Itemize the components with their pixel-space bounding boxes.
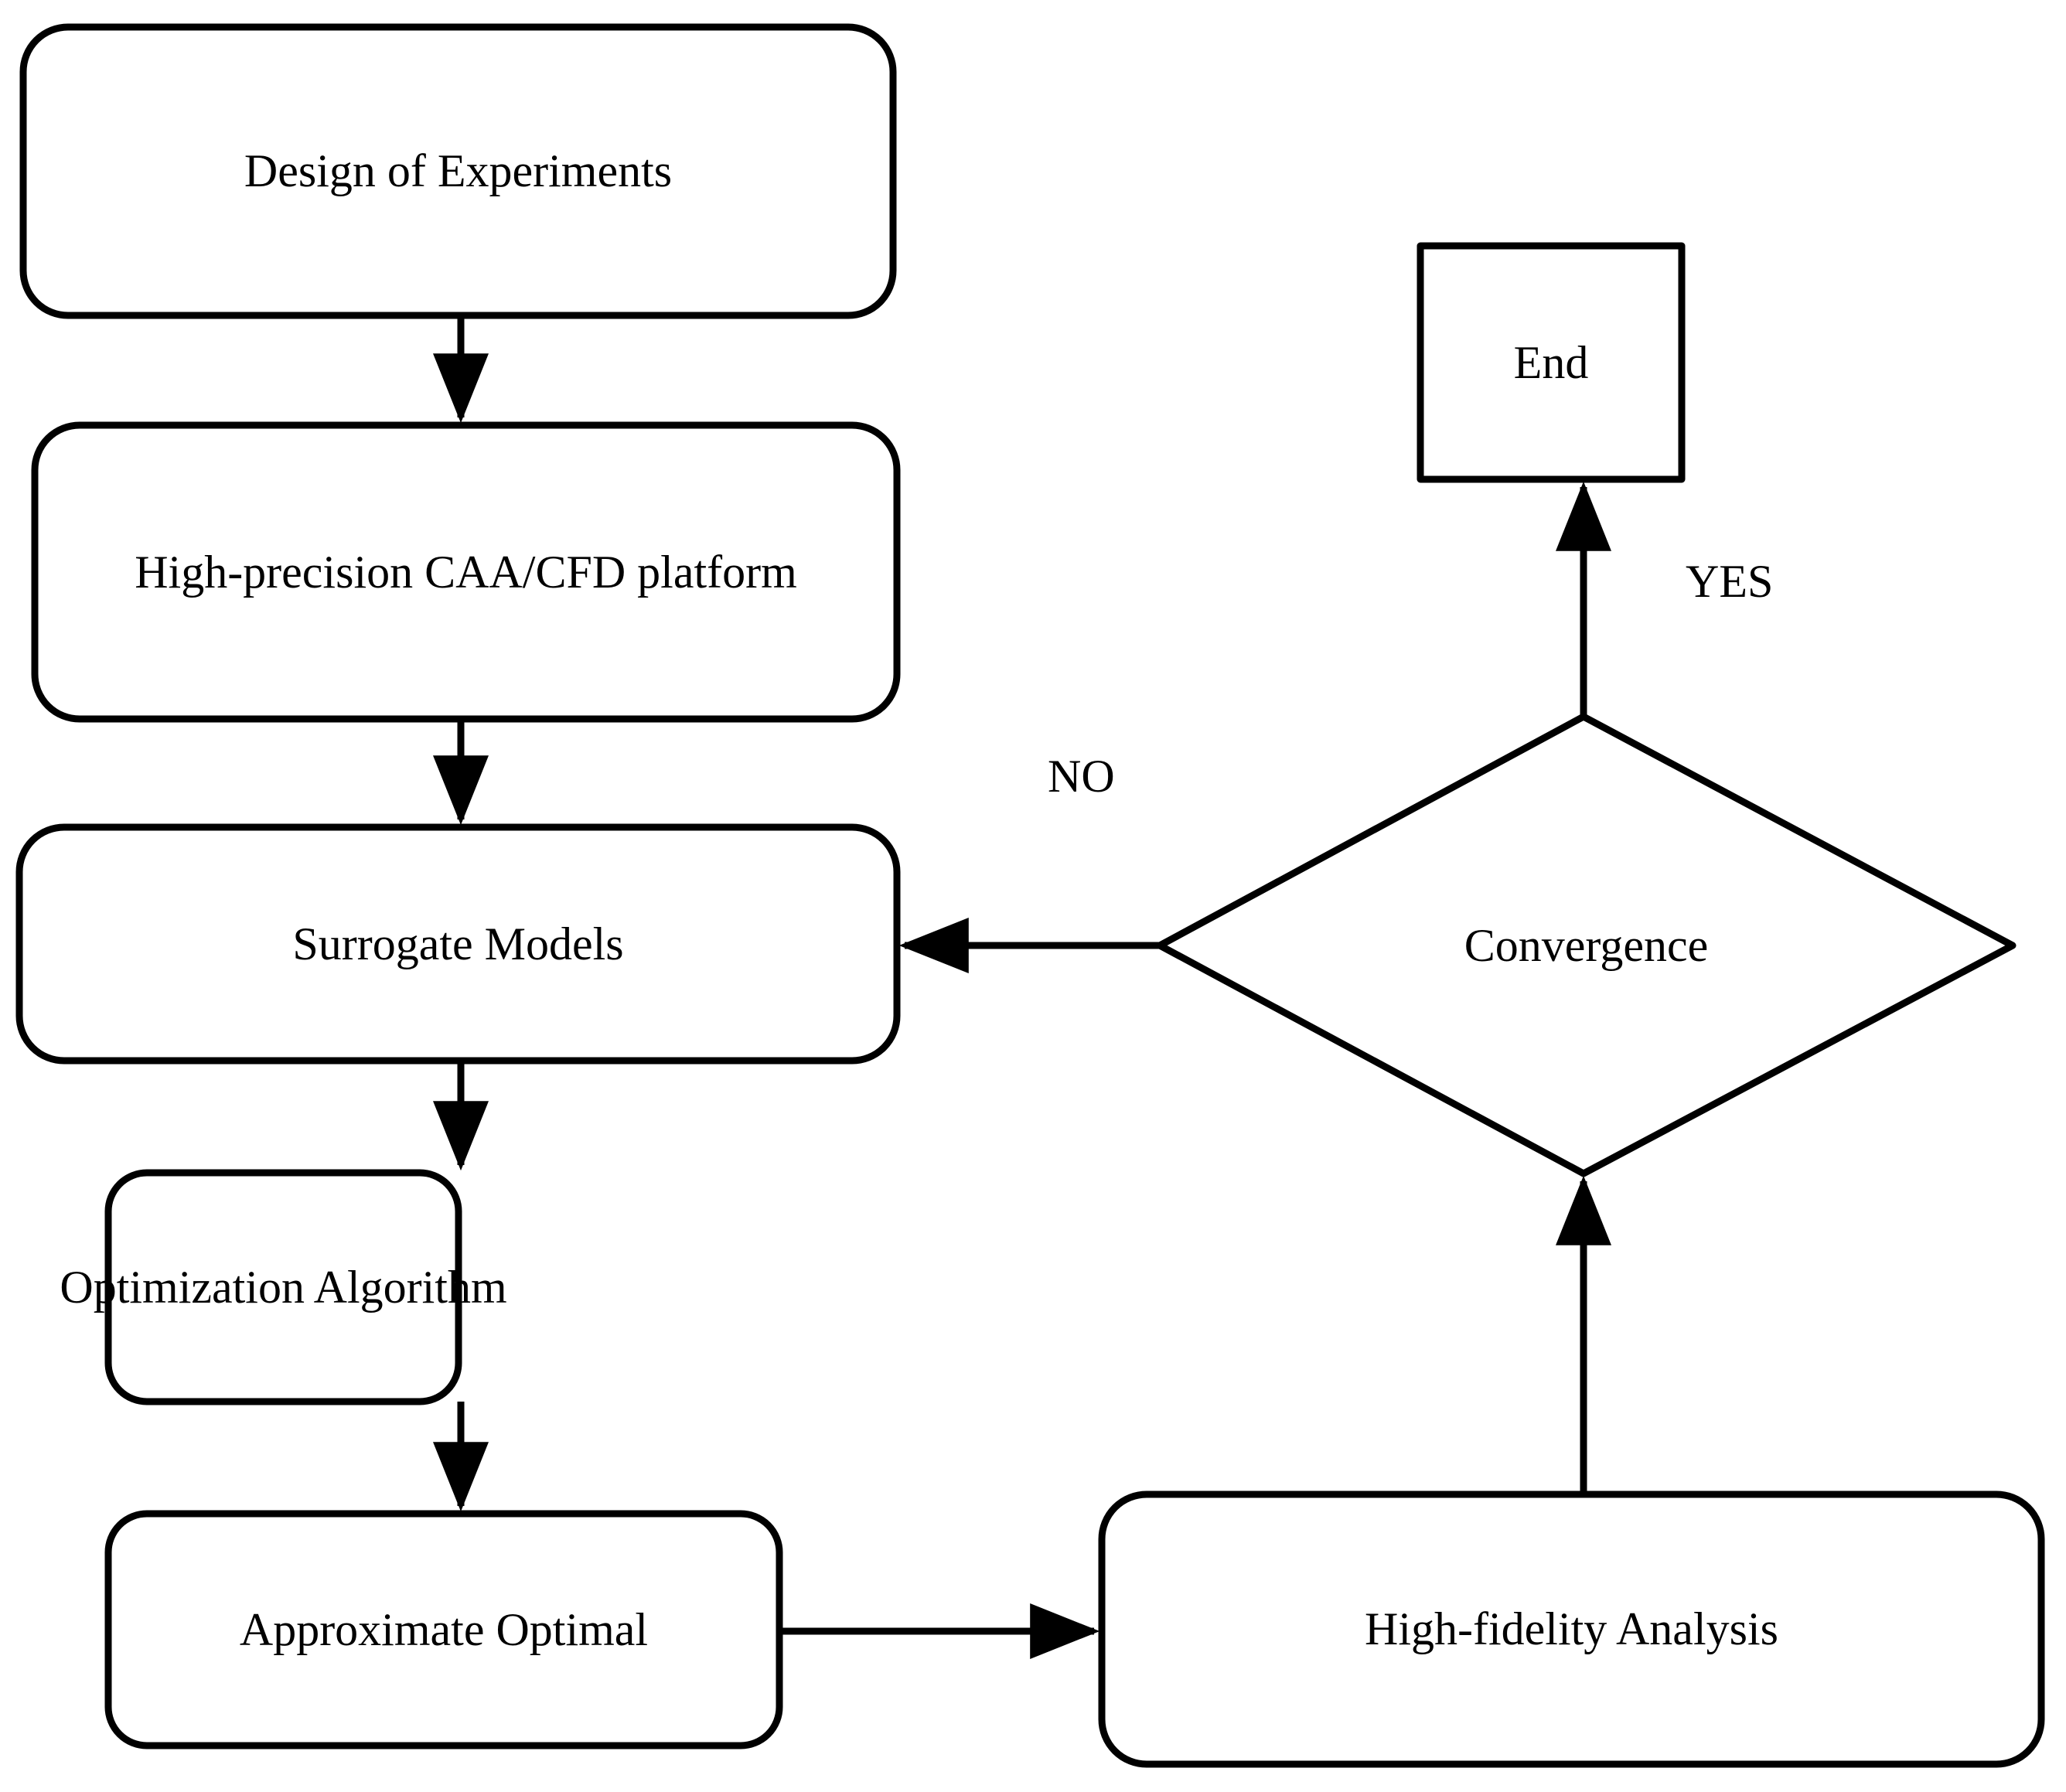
node-shape-convergence[interactable]	[1156, 713, 2017, 1177]
node-shape-surrogate-models[interactable]	[15, 823, 901, 1065]
node-shape-high-fidelity-analysis[interactable]	[1098, 1490, 2045, 1768]
node-shape-design-of-experiments[interactable]	[19, 23, 897, 319]
node-shape-optimization-algorithm[interactable]	[104, 1169, 462, 1405]
node-shape-approximate-optimal[interactable]	[104, 1510, 783, 1749]
edge-label-no: NO	[1048, 751, 1115, 802]
node-shape-high-precision-platform[interactable]	[31, 421, 901, 723]
node-shape-end[interactable]	[1417, 242, 1686, 483]
edge-label-yes: YES	[1686, 556, 1774, 607]
